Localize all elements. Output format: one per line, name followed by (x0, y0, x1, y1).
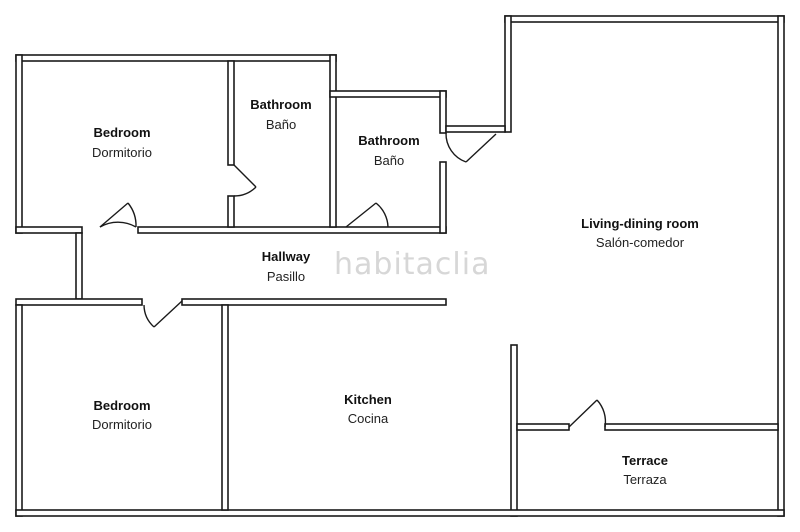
bathroom2-label-es: Baño (374, 153, 404, 168)
door-bedroom1 (99, 221, 137, 228)
doors (99, 132, 607, 428)
terrace-label: Terrace (622, 453, 668, 468)
watermark-logo: habitaclia (334, 247, 490, 282)
door-bedroom2 (153, 300, 183, 328)
bedroom1-label: Bedroom (93, 125, 150, 140)
room-labels: Bedroom Dormitorio Bathroom Baño Bathroo… (92, 97, 699, 487)
door-terrace (568, 399, 598, 428)
hallway-label: Hallway (262, 249, 311, 264)
living-label-es: Salón-comedor (596, 235, 685, 250)
bathroom1-label: Bathroom (250, 97, 311, 112)
kitchen-label: Kitchen (344, 392, 392, 407)
bedroom2-label: Bedroom (93, 398, 150, 413)
door-living (465, 133, 497, 163)
bathroom2-label: Bathroom (358, 133, 419, 148)
terrace-label-es: Terraza (623, 472, 667, 487)
bathroom1-label-es: Baño (266, 117, 296, 132)
bedroom1-label-es: Dormitorio (92, 145, 152, 160)
bedroom2-label-es: Dormitorio (92, 417, 152, 432)
door-bathroom1 (233, 164, 257, 188)
door-bathroom2 (345, 202, 377, 228)
kitchen-label-es: Cocina (348, 411, 389, 426)
living-label: Living-dining room (581, 216, 699, 231)
hallway-label-es: Pasillo (267, 269, 305, 284)
walls (15, 15, 785, 517)
